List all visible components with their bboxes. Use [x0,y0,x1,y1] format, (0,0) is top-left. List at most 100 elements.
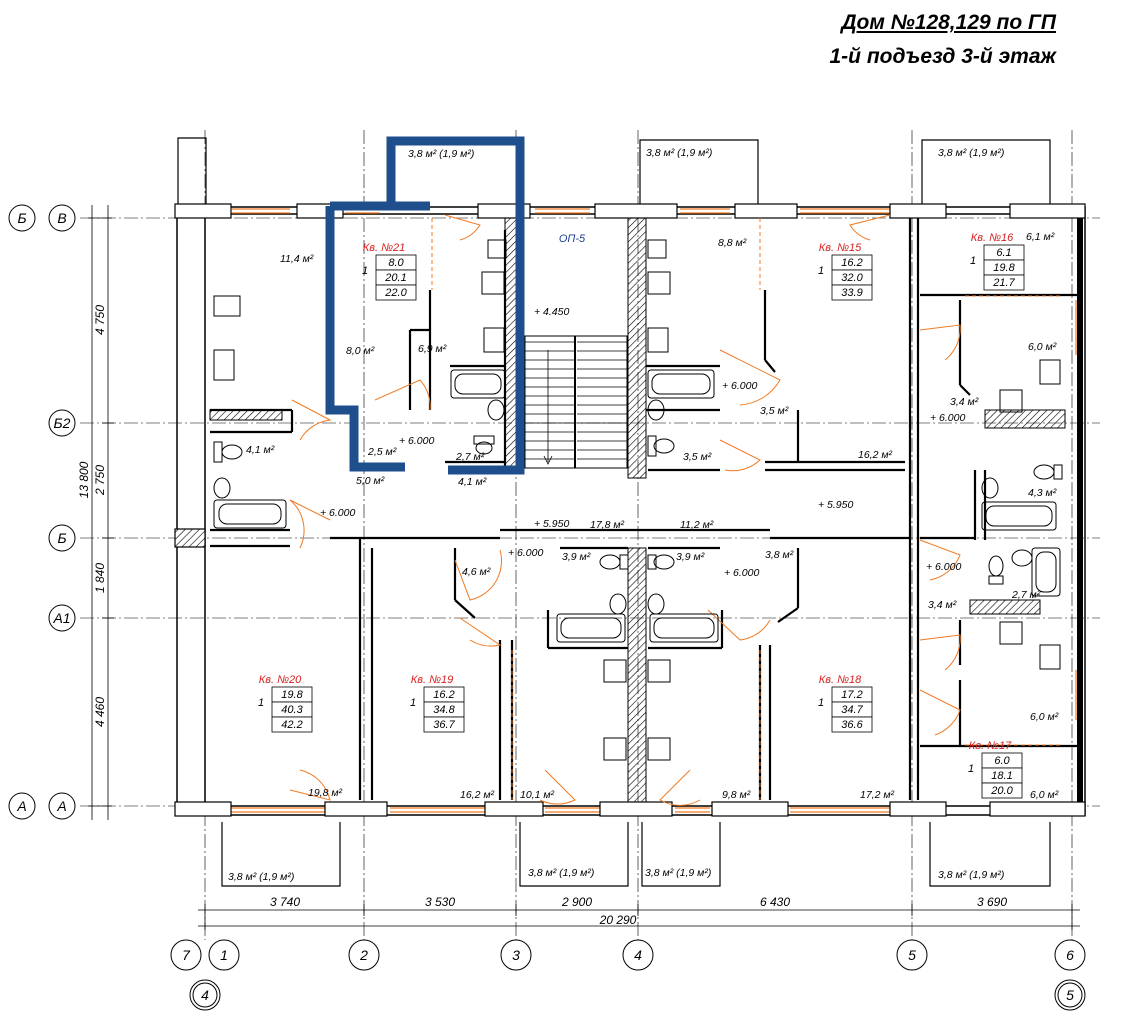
apartment-area-value: 6.1 [996,247,1011,259]
room-area: 8,0 м² [346,345,375,357]
level-mark: + 6.000 [722,380,757,392]
apartment-title: Кв. №18 [819,674,862,686]
apartment-rooms: 1 [818,265,824,277]
room-area: 3,5 м² [760,405,789,417]
room-area: 8,8 м² [718,237,747,249]
dim-bottom: 2 900 [561,895,592,909]
axis-col-label: 5 [908,947,916,963]
staircase [524,335,628,469]
apartment-area-value: 16.2 [841,257,862,269]
room-area: 11,2 м² [680,519,714,531]
room-area: 6,0 м² [1028,341,1057,353]
room-area: 17,8 м² [590,519,625,531]
apartment-title: Кв. №15 [819,242,862,254]
room-area: 4,1 м² [246,444,275,456]
apartment-table-cell [423,716,465,733]
room-area: 3,4 м² [928,599,957,611]
level-mark: + 6.000 [508,547,543,559]
level-mark: + 6.000 [926,561,961,573]
apartment-area-value: 36.6 [841,719,863,731]
axis-col-label: 4 [634,947,642,963]
axis-col-label-circled: 5 [1066,987,1074,1003]
room-area: 4,1 м² [458,476,487,488]
axis-row-label: А1 [52,610,70,626]
apartment-area-value: 34.7 [841,704,863,716]
room-area: 2,7 м² [1011,589,1041,601]
room-area: 2,5 м² [367,446,397,458]
dim-left: 1 840 [93,563,107,593]
column-hatch [175,529,205,547]
apartment-area-value: 33.9 [841,287,862,299]
axis-col-label: 1 [220,947,228,963]
room-area: 11,4 м² [280,253,314,265]
axis-lines [80,130,1100,940]
apartment-area-value: 20.1 [384,272,406,284]
apartment-area-value: 16.2 [433,689,454,701]
apartment-rooms: 1 [258,697,264,709]
apartment-rooms: 1 [410,697,416,709]
apartment-title: Кв. №19 [411,674,454,686]
apartment-area-value: 8.0 [388,257,404,269]
apartment-title: Кв. №20 [259,674,302,686]
title-line-2: 1-й подъезд 3-й этаж [829,45,1057,68]
apartment-rooms: 1 [818,697,824,709]
dimension-lines-left [88,205,114,820]
room-area: 4,6 м² [462,566,491,578]
dimension-lines-bottom [198,904,1080,930]
level-mark: + 5.950 [818,499,853,511]
level-marks: + 4.450 + 6.000 + 6.000 + 6.000 + 6.000 … [320,306,965,579]
title-block: Дом №128,129 по ГП 1-й подъезд 3-й этаж [830,6,1057,74]
axis-row-label: А [56,798,66,814]
level-mark: + 6.000 [724,567,759,579]
apartment-title: Кв. №21 [363,242,406,254]
apartment-area-value: 20.0 [990,785,1013,797]
level-mark: + 6.000 [320,507,355,519]
apartment-table: Кв. №18 1 17.2 34.7 36.6 [818,674,873,733]
room-area: 6,9 м² [418,343,447,355]
axis-bubbles-rows [8,204,76,820]
apartment-area-value: 6.0 [994,755,1010,767]
apartment-21-highlight [325,136,525,475]
axis-row-label: В [57,210,66,226]
stair-arrow [543,350,553,465]
apartment-table-cell [831,284,873,301]
partition-dashes [431,218,1060,800]
room-area: 9,8 м² [722,789,751,801]
door-swings [289,214,961,806]
fixtures [213,239,1063,761]
room-area: 6,0 м² [1030,789,1059,801]
room-area: 3,4 м² [950,396,979,408]
apartment-rooms: 1 [970,255,976,267]
room-area: 6,1 м² [1026,231,1055,243]
balcony-area: 3,8 м² (1,9 м²) [646,147,712,159]
room-area: 4,3 м² [1028,487,1057,499]
axis-col-label: 3 [512,947,520,963]
axis-row-label: Б [57,530,66,546]
balcony-area: 3,8 м² (1,9 м²) [645,867,711,879]
room-area: 16,2 м² [858,449,893,461]
dim-bottom: 3 690 [977,895,1007,909]
room-area: 16,2 м² [460,789,495,801]
room-area: 6,0 м² [1030,711,1059,723]
stair-label: ОП-5 [559,233,586,245]
axis-col-label: 2 [359,947,368,963]
level-mark: + 5.950 [534,518,569,530]
apartment-area-value: 34.8 [433,704,455,716]
apartment-area-value: 19.8 [281,689,303,701]
dim-left-total: 13 800 [77,461,91,498]
room-area: 3,9 м² [562,551,591,563]
dim-left: 4 750 [93,305,107,335]
apartment-table-cell [831,716,873,733]
apartment-area-value: 19.8 [993,262,1015,274]
apartment-area-value: 17.2 [841,689,862,701]
apartment-area-value: 42.2 [281,719,302,731]
room-area: 3,9 м² [676,551,705,563]
dim-bottom-total: 20 290 [599,913,637,927]
